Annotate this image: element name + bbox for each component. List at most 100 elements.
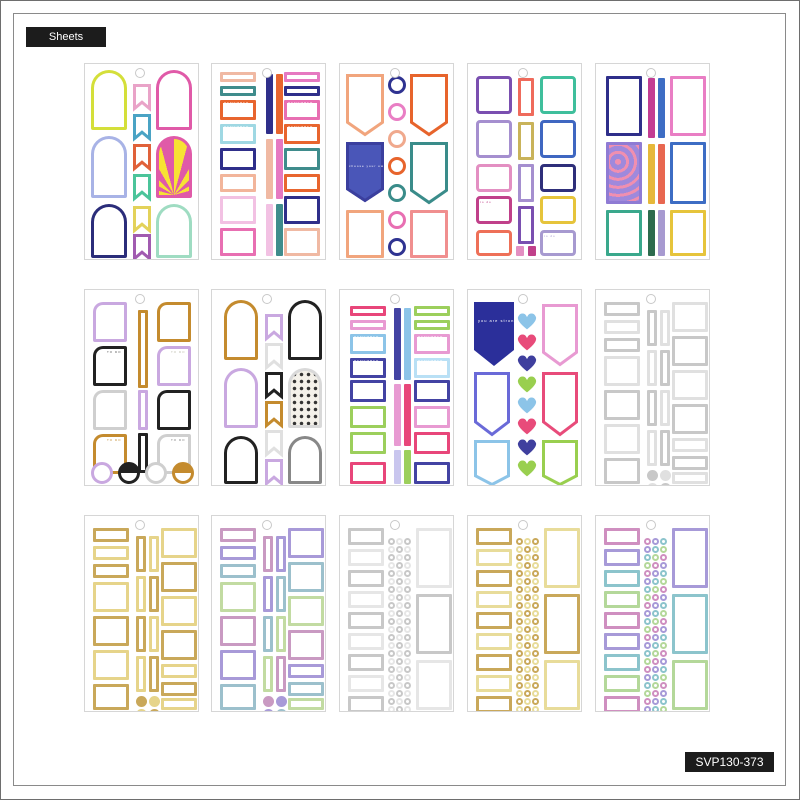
frame-sticker [220, 684, 256, 710]
frame-sticker [161, 630, 197, 660]
heart-sticker [516, 417, 538, 436]
dot-sticker [516, 546, 523, 553]
pennant-sticker [346, 74, 384, 137]
arch-sticker [156, 204, 192, 258]
dot-sticker [644, 634, 651, 641]
frame-sticker [220, 228, 256, 256]
dot-sticker [404, 618, 411, 625]
dot-sticker [660, 610, 667, 617]
frame-sticker [518, 122, 534, 160]
dot-sticker [524, 546, 531, 553]
dot-sticker [660, 578, 667, 585]
dot-sticker [652, 698, 659, 705]
frame-sticker [220, 100, 256, 120]
frame-sticker [350, 334, 386, 354]
dot-sticker [644, 642, 651, 649]
frame-sticker [540, 196, 576, 224]
dot-sticker [388, 618, 395, 625]
dot-sticker [396, 642, 403, 649]
frame-sticker [606, 76, 642, 136]
dot-sticker [136, 709, 147, 711]
remember-label: REMEMBER [288, 125, 314, 129]
frame-sticker [544, 528, 580, 588]
frame-sticker [263, 656, 273, 692]
dot-sticker [660, 666, 667, 673]
frame-sticker [672, 594, 708, 654]
frame-sticker [288, 596, 324, 626]
hanger-hole [390, 520, 400, 530]
dot-sticker [404, 642, 411, 649]
todo-label: TO DO [171, 350, 186, 354]
dot-sticker [652, 562, 659, 569]
frame-sticker [263, 616, 273, 652]
dot-sticker [396, 594, 403, 601]
frame-sticker [346, 210, 384, 258]
frame-sticker [161, 562, 197, 592]
dot-sticker [388, 594, 395, 601]
frame-sticker [416, 594, 452, 654]
dot-sticker [516, 554, 523, 561]
frame-sticker [284, 100, 320, 120]
dot-sticker [396, 682, 403, 689]
dot-sticker [388, 682, 395, 689]
frame-sticker [288, 664, 324, 678]
dot-sticker [404, 666, 411, 673]
hanger-hole [390, 68, 400, 78]
frame-sticker [414, 320, 450, 330]
dot-sticker [644, 578, 651, 585]
dot-sticker [263, 709, 274, 711]
frame-sticker [476, 120, 512, 158]
frame-sticker [284, 174, 320, 192]
dot-sticker [396, 538, 403, 545]
frame-sticker [414, 380, 450, 402]
arch-sticker [224, 300, 258, 360]
tab-strip-sticker [266, 74, 273, 134]
dot-sticker [644, 602, 651, 609]
dot-sticker [524, 554, 531, 561]
dot-sticker [396, 586, 403, 593]
frame-sticker [136, 616, 146, 652]
frame-sticker [348, 528, 384, 545]
dot-sticker [404, 538, 411, 545]
dot-sticker [652, 674, 659, 681]
frame-sticker [672, 404, 708, 434]
dot-sticker [388, 626, 395, 633]
circle-sticker [388, 238, 406, 256]
dot-sticker [532, 698, 539, 705]
frame-sticker [476, 196, 512, 224]
frame-sticker [540, 230, 576, 256]
dot-sticker [388, 578, 395, 585]
tab-strip-sticker [276, 74, 283, 134]
heart-sticker [516, 333, 538, 352]
frame-sticker [672, 302, 708, 332]
dot-sticker [396, 626, 403, 633]
frame-sticker [528, 246, 536, 256]
dot-sticker [388, 610, 395, 617]
frame-sticker [136, 656, 146, 692]
frame-sticker [220, 582, 256, 612]
frame-sticker [288, 562, 324, 592]
frame-sticker [350, 380, 386, 402]
pennant-sticker [542, 440, 578, 485]
todo-label: TO DO [171, 438, 186, 442]
frame-sticker [284, 124, 320, 144]
dot-sticker [647, 483, 658, 485]
frame-sticker [414, 432, 450, 454]
tab-strip-sticker [404, 308, 411, 380]
dot-sticker [516, 562, 523, 569]
frame-sticker [284, 72, 320, 82]
frame-sticker [149, 536, 159, 572]
dot-sticker [396, 690, 403, 697]
frame-sticker [350, 320, 386, 330]
dot-sticker [644, 554, 651, 561]
frame-sticker [136, 536, 146, 572]
frame-sticker [604, 528, 640, 545]
dot-sticker [388, 666, 395, 673]
dot-sticker [388, 602, 395, 609]
frame-sticker [540, 120, 576, 158]
dot-sticker [516, 666, 523, 673]
dot-sticker [516, 586, 523, 593]
frame-sticker [350, 432, 386, 454]
dot-sticker [660, 634, 667, 641]
frame-sticker [350, 462, 386, 484]
